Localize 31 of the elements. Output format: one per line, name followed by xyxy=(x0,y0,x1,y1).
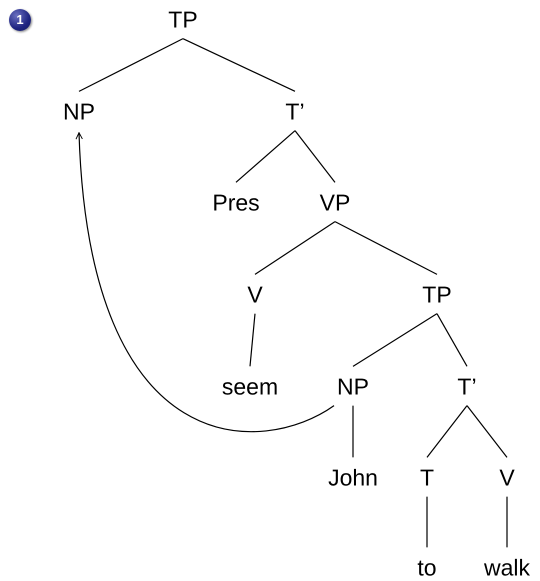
tree-label: T xyxy=(418,463,436,493)
tree-branch xyxy=(334,221,438,275)
movement-arrow xyxy=(76,132,334,432)
tree-label: walk xyxy=(483,553,531,581)
tree-branch xyxy=(78,38,184,92)
tree-branch xyxy=(426,405,468,458)
tree-branch xyxy=(352,406,354,458)
tree-branch xyxy=(466,405,508,458)
tree-label: to xyxy=(416,553,438,581)
tree-branch xyxy=(236,130,296,183)
tree-label: NP xyxy=(336,372,370,402)
tree-branch xyxy=(182,38,296,92)
tree-label: T’ xyxy=(284,97,306,127)
tree-label: TP xyxy=(421,280,453,310)
number-badge: 1 xyxy=(9,9,31,31)
tree-label: TP xyxy=(167,5,199,35)
tree-label: T’ xyxy=(456,372,478,402)
tree-label: NP xyxy=(62,97,96,127)
tree-branch xyxy=(249,314,256,366)
tree-label: seem xyxy=(220,372,280,402)
tree-label: V xyxy=(246,280,264,310)
tree-branch xyxy=(436,313,468,367)
tree-label: VP xyxy=(318,188,352,218)
tree-label: John xyxy=(327,463,379,493)
tree-label: Pres xyxy=(211,188,261,218)
tree-branch xyxy=(352,313,438,367)
tree-branch xyxy=(426,496,428,548)
tree-branch xyxy=(294,130,336,183)
tree-label: V xyxy=(498,463,516,493)
tree-branch xyxy=(506,496,508,548)
tree-branch xyxy=(254,221,336,275)
